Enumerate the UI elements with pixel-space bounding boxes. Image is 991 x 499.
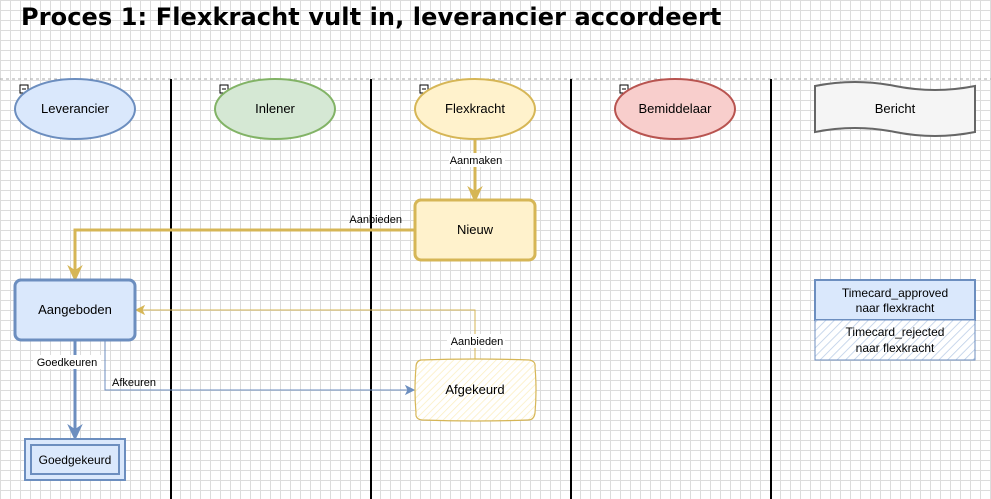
state-label: Afgekeurd (445, 382, 504, 397)
edge-aanbieden-afgekeurd[interactable] (134, 304, 476, 360)
state-goedgekeurd[interactable]: Goedgekeurd (24, 438, 126, 481)
edge-label-goedkeuren: Goedkeuren (37, 357, 98, 369)
edge-goedkeuren[interactable] (67, 340, 83, 441)
lane-header-bemiddelaar[interactable]: Bemiddelaar (614, 78, 736, 140)
state-aangeboden[interactable]: Aangeboden (13, 278, 137, 342)
edge-label-aanmaken: Aanmaken (450, 155, 503, 167)
lane-header-leverancier[interactable]: Leverancier (14, 78, 136, 140)
edge-label-aanbieden: Aanbieden (349, 214, 402, 226)
diagram-title: Proces 1: Flexkracht vult in, leverancie… (21, 3, 722, 31)
state-label: Goedgekeurd (39, 453, 112, 467)
lane-label: Bericht (875, 101, 916, 116)
state-label: Aangeboden (38, 302, 112, 317)
edge-afkeuren[interactable] (104, 340, 416, 396)
state-nieuw[interactable]: Nieuw (413, 198, 537, 262)
message-line: naar flexkracht (856, 341, 935, 355)
state-afgekeurd[interactable]: Afgekeurd (414, 358, 537, 422)
lane-separators (170, 79, 772, 499)
edge-label-afkeuren: Afkeuren (112, 377, 156, 389)
lane-header-bericht[interactable]: Bericht (814, 81, 976, 137)
edge-label-bg (33, 355, 101, 369)
lane-header-flexkracht[interactable]: Flexkracht (414, 78, 536, 140)
message-timecard-approved[interactable]: Timecard_approved naar flexkracht (814, 279, 976, 321)
lane-label: Inlener (255, 101, 295, 116)
lane-label: Bemiddelaar (639, 101, 713, 116)
lane-label: Leverancier (41, 101, 110, 116)
message-line: Timecard_rejected (846, 325, 945, 339)
edge-label-aanbieden-afgekeurd: Aanbieden (451, 336, 504, 348)
message-line: Timecard_approved (842, 286, 948, 300)
state-label: Nieuw (457, 222, 494, 237)
lane-label: Flexkracht (445, 101, 505, 116)
edge-aanbieden[interactable] (67, 228, 415, 282)
edge-aanmaken[interactable] (467, 140, 483, 203)
lane-header-inlener[interactable]: Inlener (214, 78, 336, 140)
message-timecard-rejected[interactable]: Timecard_rejected naar flexkracht (814, 319, 976, 361)
edge-label-bg (449, 153, 505, 167)
message-line: naar flexkracht (856, 301, 935, 315)
edge-label-bg (447, 334, 505, 348)
